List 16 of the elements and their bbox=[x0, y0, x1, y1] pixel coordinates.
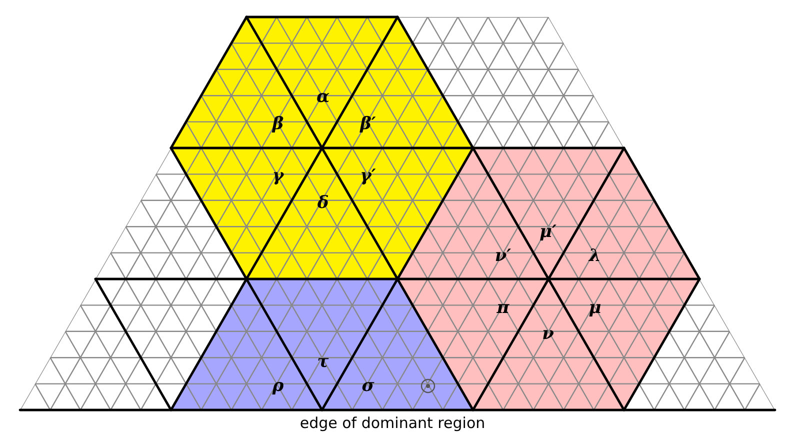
region-label: ν′ bbox=[494, 247, 512, 265]
region-label: π bbox=[496, 299, 510, 317]
region-label: γ′ bbox=[360, 167, 376, 185]
region-label: α bbox=[316, 88, 330, 106]
region-label: σ bbox=[362, 377, 374, 395]
region-label: λ bbox=[589, 247, 601, 265]
caption: edge of dominant region bbox=[300, 414, 486, 432]
region-label: β′ bbox=[360, 115, 376, 133]
region-label: μ bbox=[588, 299, 602, 317]
region-label: τ bbox=[317, 353, 329, 371]
region-label: ρ bbox=[272, 377, 284, 395]
region-label: γ bbox=[272, 167, 284, 185]
region-label: ν bbox=[542, 325, 554, 343]
region-label: μ′ bbox=[540, 223, 556, 241]
region-label: δ bbox=[317, 194, 329, 212]
region-label: β bbox=[272, 115, 284, 133]
